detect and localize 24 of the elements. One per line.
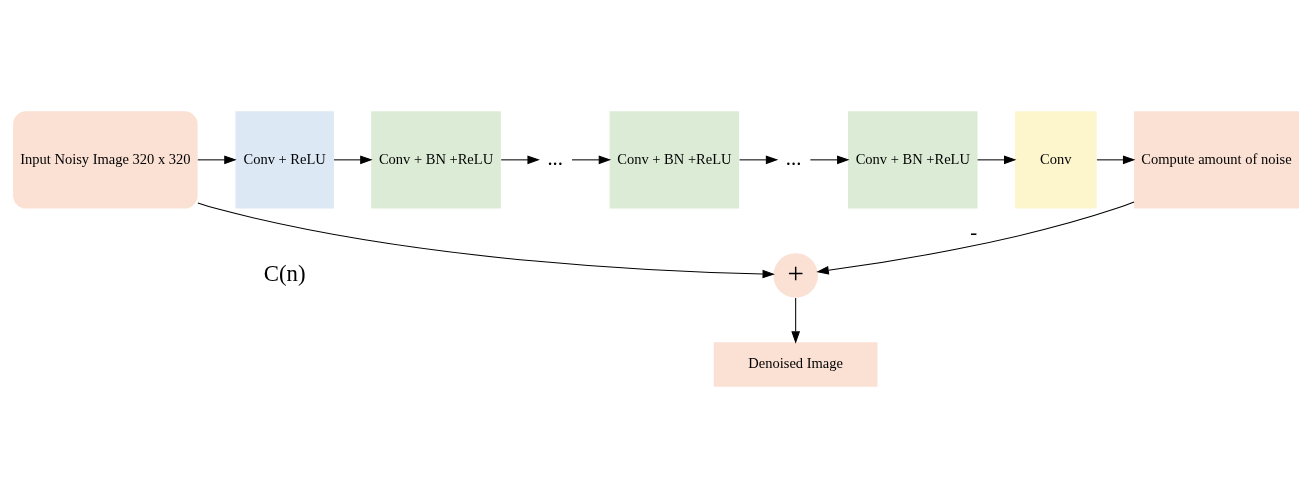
node-box: Conv <box>1014 111 1097 209</box>
node-circle: + <box>773 253 818 298</box>
arrow <box>739 155 779 165</box>
node-text: ... <box>785 147 802 170</box>
arrow <box>791 297 801 344</box>
node-box: Denoised Image <box>713 342 878 387</box>
node-box: Conv + ReLU <box>235 111 334 209</box>
node-box: Conv + BN +ReLU <box>609 111 740 209</box>
arrow <box>816 201 1135 275</box>
edge-label: - <box>970 220 978 243</box>
node-text: ... <box>547 147 563 170</box>
arrow <box>197 155 237 165</box>
node-box: Input Noisy Image 320 x 320 <box>13 111 198 209</box>
arrow <box>197 202 775 279</box>
arrow <box>500 155 540 165</box>
arrow <box>333 155 373 165</box>
arrow <box>571 155 612 165</box>
arrow <box>809 155 850 165</box>
node-box: Compute amount of noise <box>1134 111 1299 209</box>
node-box: Conv + BN +ReLU <box>848 111 978 209</box>
arrow <box>1096 155 1136 165</box>
arrow <box>977 155 1017 165</box>
node-box: Conv + BN +ReLU <box>371 111 501 209</box>
label: C(n) <box>263 261 306 287</box>
